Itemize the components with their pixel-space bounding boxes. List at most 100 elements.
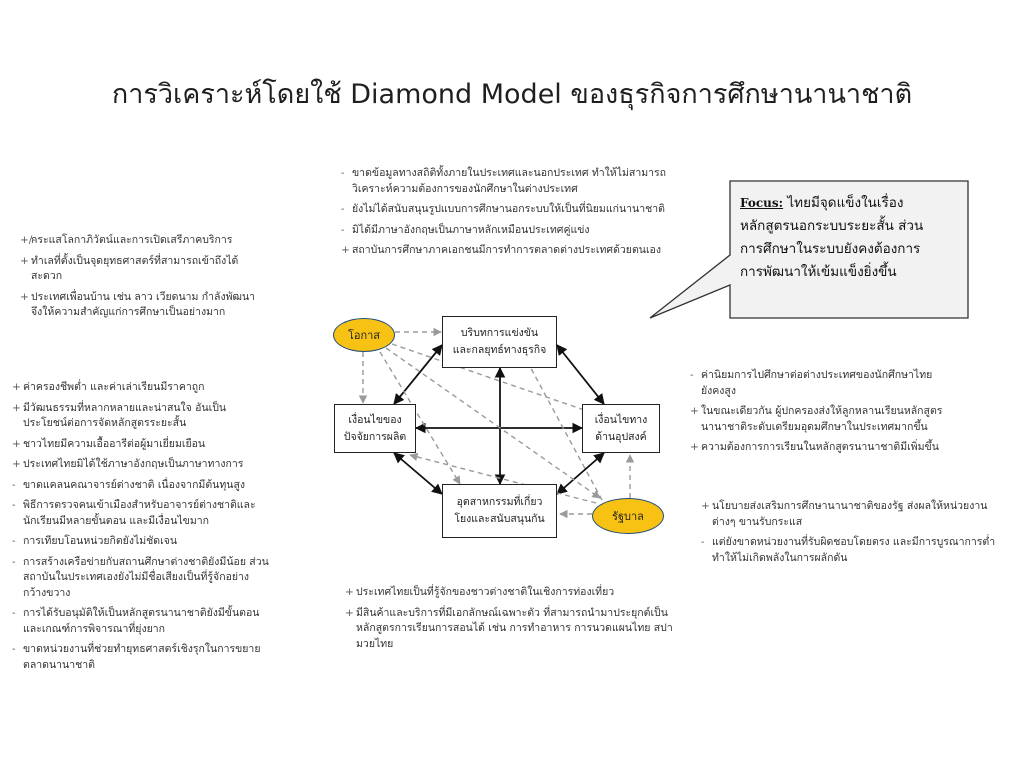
note-marker: - [12,643,16,655]
note-marker: - [12,535,16,547]
note-line: ยังไม่ได้สนับสนุนรูปแบบการศึกษานอกระบบให… [352,203,665,215]
note-item: -มิได้มีภาษาอังกฤษเป็นภาษาหลักเหมือนประเ… [341,223,701,239]
note-item: +ประเทศไทยเป็นที่รู้จักของชาวต่างชาติในเ… [345,585,705,601]
note-item: -ค่านิยมการไปศึกษาต่อต่างประเทศของนักศึก… [690,368,990,399]
note-marker: + [690,405,699,417]
note-line: หลักสูตรการเรียนการสอนได้ เช่น การทำอาหา… [356,622,673,634]
note-line: พิธีการตรวจคนเข้าเมืองสำหรับอาจารย์ต่างช… [23,499,256,511]
note-line: กระแสโลกาภิวัตน์และการเปิดเสรีภาคบริการ [31,234,233,246]
note-item: -แต่ยังขาดหน่วยงานที่รับผิดชอบโดยตรง และ… [701,535,1021,566]
note-item: +ทำเลที่ตั้งเป็นจุดยุทธศาสตร์ที่สามารถเข… [20,254,290,285]
note-line: วิเคราะห์ความต้องการของนักศึกษาในต่างประ… [352,182,578,195]
note-marker: + [345,586,354,598]
note-line: ประเทศไทยมิได้ใช้ภาษาอังกฤษเป็นภาษาทางกา… [23,458,244,470]
note-line: แต่ยังขาดหน่วยงานที่รับผิดชอบโดยตรง และม… [712,536,996,548]
note-item: +มีสินค้าและบริการที่มีเอกลักษณ์เฉพาะตัว… [345,606,705,653]
note-marker: - [12,478,16,491]
note-marker: - [12,555,16,568]
page-title: การวิเคราะห์โดยใช้ Diamond Model ของธุรก… [111,79,913,110]
note-marker: +/- [20,234,36,246]
note-marker: - [341,203,345,215]
note-item: -ขาดข้อมูลทางสถิติทั้งภายในประเทศและนอกป… [341,166,701,197]
node-government: รัฐบาล [592,498,664,534]
note-marker: - [690,369,694,381]
note-marker: + [701,500,710,512]
note-item: +ประเทศเพื่อนบ้าน เช่น ลาว เวียดนาม กำลั… [20,290,290,321]
note-marker: - [701,536,705,548]
note-item: +สถาบันการศึกษาภาคเอกชนมีการทำการตลาดต่า… [341,243,701,259]
note-line: การเทียบโอนหน่วยกิตยังไม่ชัดเจน [23,535,178,547]
note-line: การได้รับอนุมัติให้เป็นหลักสูตรนานาชาติย… [23,607,260,619]
note-line: ทำเลที่ตั้งเป็นจุดยุทธศาสตร์ที่สามารถเข้… [31,254,239,267]
note-line: ค่านิยมการไปศึกษาต่อต่างประเทศของนักศึกษ… [701,369,933,381]
edge-top-right [556,344,605,405]
note-line: ประเทศไทยเป็นที่รู้จักของชาวต่างชาติในเช… [356,586,615,598]
note-item: +ชาวไทยมีความเอื้ออารีต่อผู้มาเยี่ยมเยือ… [12,437,297,453]
note-marker: - [341,223,345,236]
note-line: มีวัฒนธรรมที่หลากหลายและน่าสนใจ อันเป็น [23,401,227,414]
note-line: ค่าครองชีพต่ำ และค่าเล่าเรียนมีราคาถูก [23,381,205,393]
note-line: ชาวไทยมีความเอื้ออารีต่อผู้มาเยี่ยมเยือน [23,437,206,450]
note-item: +นโยบายส่งเสริมการศึกษานานาชาติของรัฐ ส่… [701,499,1021,530]
note-marker: - [12,499,16,511]
note-marker: + [12,458,21,470]
node-demand-conditions: เงื่อนไขทาง ด้านอุปสงค์ [582,404,660,453]
government-notes: +นโยบายส่งเสริมการศึกษานานาชาติของรัฐ ส่… [701,499,1021,571]
note-line: มิได้มีภาษาอังกฤษเป็นภาษาหลักเหมือนประเท… [352,223,590,236]
note-item: +ค่าครองชีพต่ำ และค่าเล่าเรียนมีราคาถูก [12,380,297,396]
note-line: นักเรียนมีหลายขั้นตอน และมีเงื่อนไขมาก [23,514,210,527]
note-line: และเกณฑ์การพิจารณาที่ยุ่งยาก [23,622,165,635]
edge-left-bottom [393,452,443,495]
note-line: ขาดแคลนคณาจารย์ต่างชาติ เนื่องจากมีต้นทุ… [23,478,245,491]
bottom-notes: +ประเทศไทยเป็นที่รู้จักของชาวต่างชาติในเ… [345,585,705,657]
note-line: มวยไทย [356,637,394,650]
note-marker: + [12,381,21,393]
note-item: -ยังไม่ได้สนับสนุนรูปแบบการศึกษานอกระบบใ… [341,202,701,218]
note-line: การสร้างเครือข่ายกับสถานศึกษาต่างชาติยัง… [23,555,269,568]
note-marker: - [341,167,345,179]
note-item: -การได้รับอนุมัติให้เป็นหลักสูตรนานาชาติ… [12,606,297,637]
note-line: ต่างๆ ขานรับกระแส [712,515,803,528]
note-item: +/-กระแสโลกาภิวัตน์และการเปิดเสรีภาคบริก… [20,233,290,249]
note-marker: + [20,290,29,303]
note-item: -ขาดแคลนคณาจารย์ต่างชาติ เนื่องจากมีต้นท… [12,478,297,494]
note-marker: - [12,607,16,619]
note-line: นานาชาติระดับเตรียมอุดมศึกษาในประเทศมากข… [701,420,928,433]
focus-callout [649,180,969,319]
note-line: ประเทศเพื่อนบ้าน เช่น ลาว เวียดนาม กำลัง… [31,290,256,303]
edge-top-left [393,344,443,405]
note-line: ทำให้ไม่เกิดพลังในการผลักดัน [712,551,848,564]
node-chance: โอกาส [333,318,395,352]
note-line: ตลาดนานาชาติ [23,658,95,671]
note-item: +ความต้องการการเรียนในหลักสูตรนานาชาติมี… [690,440,990,456]
node-related-industries: อุตสาหกรรมที่เกี่ยว โยงและสนับสนุนกัน [442,484,557,538]
note-line: มีสินค้าและบริการที่มีเอกลักษณ์เฉพาะตัว … [356,606,668,619]
left-top-notes: +/-กระแสโลกาภิวัตน์และการเปิดเสรีภาคบริก… [20,233,290,326]
top-notes: -ขาดข้อมูลทางสถิติทั้งภายในประเทศและนอกป… [341,166,701,264]
edge-right-bottom [556,452,605,495]
note-line: จึงให้ความสำคัญแก่การศึกษาเป็นอย่างมาก [31,306,226,318]
note-line: ขาดหน่วยงานที่ช่วยทำยุทธศาสตร์เชิงรุกในก… [23,643,261,655]
note-line: นโยบายส่งเสริมการศึกษานานาชาติของรัฐ ส่ง… [712,500,988,512]
note-line: กว้างขวาง [23,586,71,599]
note-item: -ขาดหน่วยงานที่ช่วยทำยุทธศาสตร์เชิงรุกใน… [12,642,297,673]
node-factor-conditions: เงื่อนไขของ ปัจจัยการผลิต [334,404,416,453]
note-marker: + [12,401,21,414]
note-item: -การเทียบโอนหน่วยกิตยังไม่ชัดเจน [12,534,297,550]
note-line: ในขณะเดียวกัน ผู้ปกครองส่งให้ลูกหลานเรีย… [701,405,943,417]
note-marker: + [690,441,699,453]
note-line: ประโยชน์ต่อการจัดหลักสูตรระยะสั้น [23,417,187,429]
note-marker: + [20,254,29,267]
left-notes: +ค่าครองชีพต่ำ และค่าเล่าเรียนมีราคาถูก+… [12,380,297,678]
note-line: สถาบันการศึกษาภาคเอกชนมีการทำการตลาดต่าง… [352,244,661,256]
note-item: +ในขณะเดียวกัน ผู้ปกครองส่งให้ลูกหลานเรี… [690,404,990,435]
note-line: ขาดข้อมูลทางสถิติทั้งภายในประเทศและนอกปร… [352,167,667,179]
note-item: +มีวัฒนธรรมที่หลากหลายและน่าสนใจ อันเป็น… [12,401,297,432]
focus-note: Focus: ไทยมีจุดแข็งในเรื่อง หลักสูตรนอกร… [740,195,924,280]
note-line: สถาบันในประเทศเองยังไม่มีชื่อเสียงเป็นที… [23,571,250,583]
note-line: ยังคงสูง [701,384,736,397]
note-item: -พิธีการตรวจคนเข้าเมืองสำหรับอาจารย์ต่าง… [12,498,297,529]
note-marker: + [12,437,21,450]
right-notes: -ค่านิยมการไปศึกษาต่อต่างประเทศของนักศึก… [690,368,990,461]
